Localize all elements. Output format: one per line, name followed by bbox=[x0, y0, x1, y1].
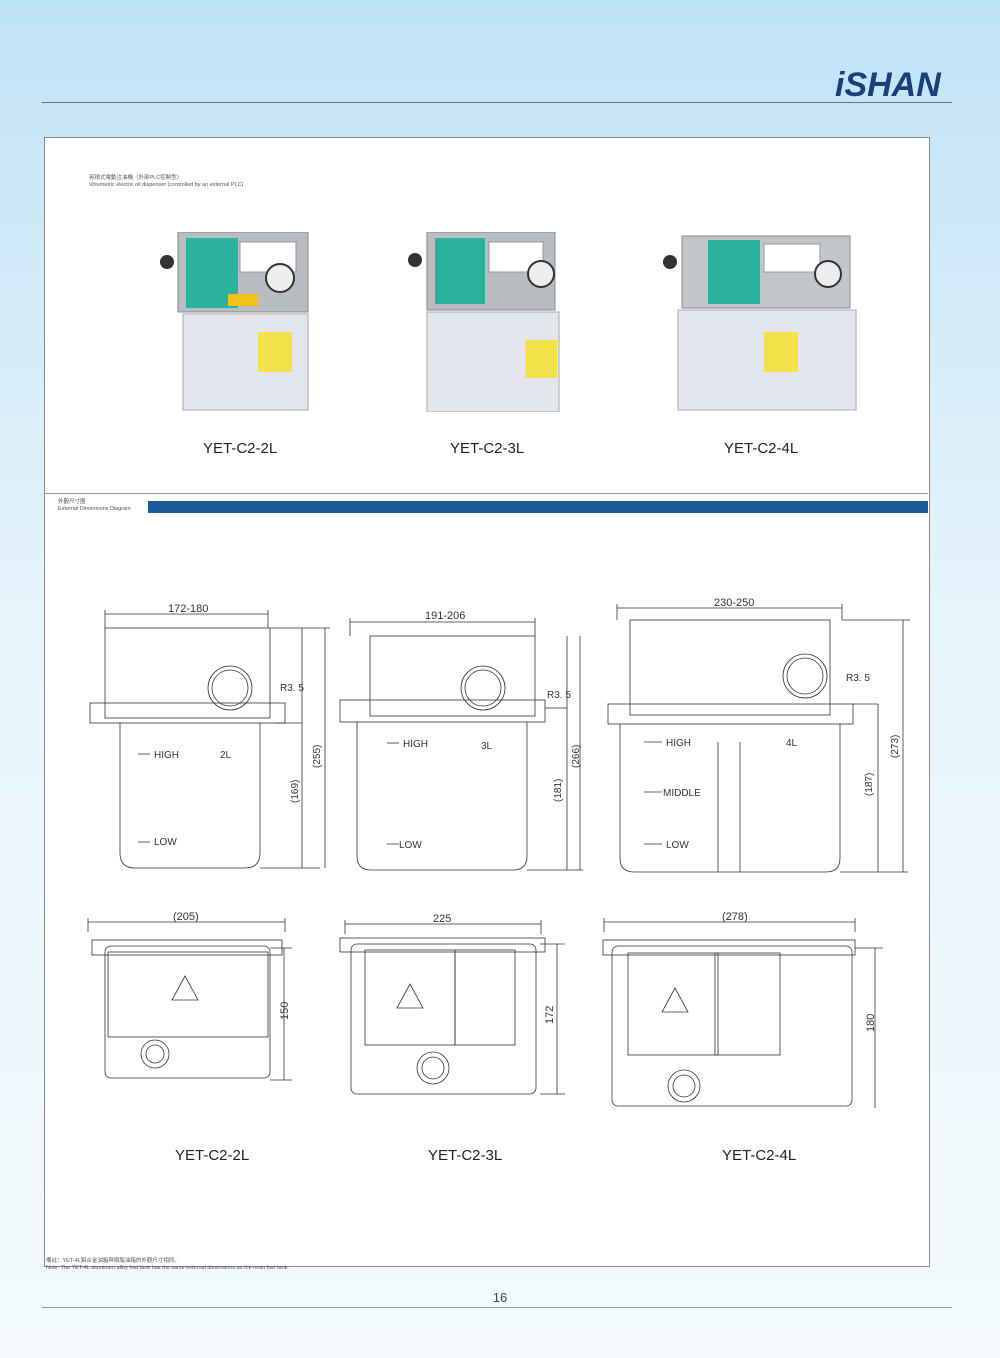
section-divider bbox=[44, 493, 928, 494]
dim-radius: R3. 5 bbox=[280, 683, 304, 694]
logo-text: iSHAN bbox=[835, 66, 942, 102]
dim-level-height: (187) bbox=[864, 773, 875, 796]
dim-total-height: (255) bbox=[312, 745, 323, 768]
front-drawing-3l: 191-206 R3. 5 HIGH 3L LOW (181) (266) bbox=[339, 610, 583, 871]
dim-level-height: (181) bbox=[553, 779, 564, 802]
capacity-label: 2L bbox=[220, 750, 232, 761]
dimensions-title-en: External Dimensions Diagram bbox=[58, 506, 131, 512]
dim-radius: R3. 5 bbox=[547, 690, 571, 701]
dim-total-height: (273) bbox=[890, 735, 901, 758]
level-high: HIGH bbox=[403, 739, 428, 750]
brand-logo: iSHAN bbox=[835, 66, 942, 102]
photo-model-2l: YET-C2-2L bbox=[203, 440, 278, 457]
top-drawing-3l: 225 172 bbox=[339, 913, 565, 1095]
page-number: 16 bbox=[492, 1290, 508, 1305]
photo-model-4l: YET-C2-4L bbox=[724, 440, 799, 457]
capacity-label: 3L bbox=[481, 741, 493, 752]
product-title-en: Volumetric electric oil dispenser (contr… bbox=[89, 182, 244, 188]
top-drawing-2l: (205) 150 bbox=[87, 911, 292, 1081]
top-dim-width: (205) bbox=[173, 911, 199, 923]
top-dim-depth: 172 bbox=[544, 1006, 556, 1024]
top-drawing-4l: (278) 180 bbox=[602, 911, 883, 1108]
level-middle: MIDDLE bbox=[663, 788, 701, 799]
top-dim-depth: 180 bbox=[865, 1014, 877, 1032]
section-accent-bar bbox=[148, 501, 928, 513]
product-photo-3l bbox=[408, 232, 560, 412]
capacity-label: 4L bbox=[786, 738, 798, 749]
level-high: HIGH bbox=[154, 750, 179, 761]
note-cn: 備註：YET-4L鋁合金油箱與樹脂油箱的外觀尺寸相同。 bbox=[46, 1258, 180, 1264]
dim-width: 191-206 bbox=[425, 610, 465, 622]
top-dim-width: (278) bbox=[722, 911, 748, 923]
dim-level-height: (169) bbox=[290, 780, 301, 803]
note-en: Note: The YET-4L aluminum alloy fuel tan… bbox=[46, 1265, 289, 1271]
photo-model-3l: YET-C2-3L bbox=[450, 440, 525, 457]
dim-width: 230-250 bbox=[714, 597, 754, 609]
level-low: LOW bbox=[666, 840, 689, 851]
dim-radius: R3. 5 bbox=[846, 673, 870, 684]
level-low: LOW bbox=[399, 840, 422, 851]
level-high: HIGH bbox=[666, 738, 691, 749]
level-low: LOW bbox=[154, 837, 177, 848]
header-rule bbox=[42, 102, 952, 103]
front-drawing-2l: 172-180 R3. 5 HIGH 2L LOW (169) (255) bbox=[89, 603, 330, 869]
dim-width: 172-180 bbox=[168, 603, 208, 615]
footer-rule bbox=[42, 1307, 952, 1308]
front-drawing-4l: 230-250 R3. 5 HIGH 4L MIDDLE LOW (187) (… bbox=[607, 597, 910, 873]
top-dim-depth: 150 bbox=[279, 1002, 291, 1020]
drawing-model-4l: YET-C2-4L bbox=[722, 1147, 797, 1164]
product-photo-4l bbox=[663, 235, 857, 411]
product-photo-2l bbox=[160, 232, 309, 411]
dimensions-title-cn: 外觀尺寸圖 bbox=[58, 499, 86, 505]
drawing-model-3l: YET-C2-3L bbox=[428, 1147, 503, 1164]
product-title-cn: 容積式電動注油機（外部PLC控制型） bbox=[89, 175, 183, 181]
top-dim-width: 225 bbox=[433, 913, 451, 925]
dim-total-height: (266) bbox=[571, 745, 582, 768]
drawing-model-2l: YET-C2-2L bbox=[175, 1147, 250, 1164]
